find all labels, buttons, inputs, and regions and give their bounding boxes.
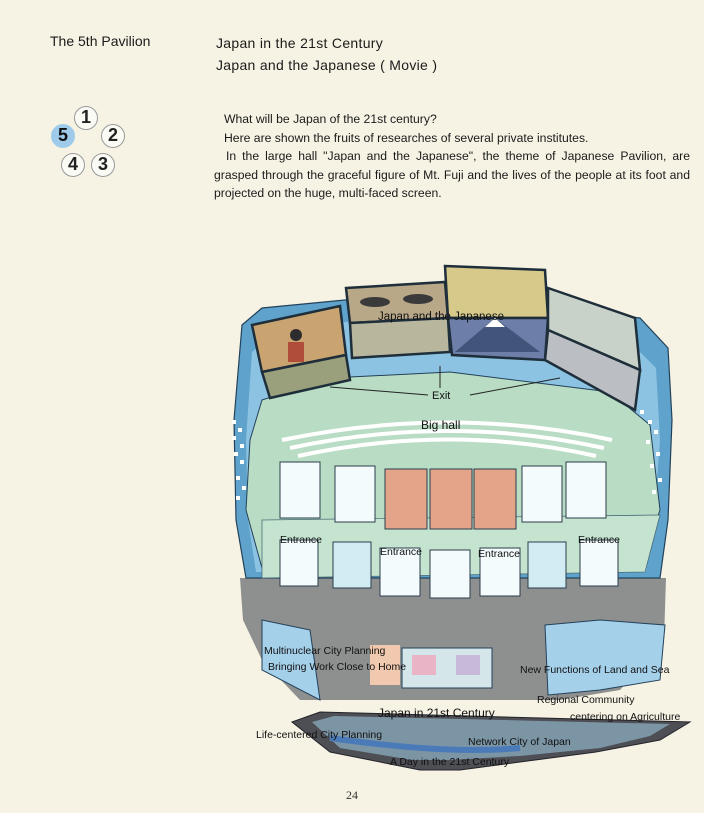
exhibit-panel: [412, 655, 436, 675]
exit-label: Exit: [432, 390, 451, 402]
big-hall-label: Big hall: [421, 418, 461, 432]
entrance-label-2: Entrance: [380, 546, 423, 558]
pavilion-2-marker: 2: [101, 124, 125, 148]
figure-body-icon: [288, 342, 304, 362]
pavilion-number-heading: The 5th Pavilion: [50, 33, 151, 49]
exhibit-subtitle: Japan and the Japanese ( Movie ): [216, 57, 438, 73]
eye-left-icon: [360, 297, 390, 307]
mount-fuji-icon: [455, 318, 540, 352]
seat-block: [379, 547, 421, 597]
screen-center-lower: [348, 316, 452, 360]
entrance-label-3: Entrance: [478, 548, 521, 560]
description: What will be Japan of the 21st century? …: [214, 110, 690, 203]
seat-block: [479, 547, 521, 597]
seat-block: [527, 541, 567, 589]
multinuclear-city-planning-label: Multinuclear City Planning: [264, 645, 386, 657]
seat-block: [565, 461, 607, 519]
seat-blocks-row-1: [279, 461, 607, 530]
network-city-label: Network City of Japan: [468, 736, 571, 748]
seat-block: [332, 541, 372, 589]
seat-block: [334, 465, 376, 523]
seat-blocks-row-2: [279, 539, 619, 599]
seat-block: [429, 549, 471, 599]
exhibit-peach-panel: [370, 645, 400, 685]
bringing-work-close-label: Bringing Work Close to Home: [268, 661, 407, 673]
exhibit-title: Japan in the 21st Century: [216, 35, 384, 51]
step-2: [289, 429, 605, 450]
entrance-label-1: Entrance: [280, 534, 323, 546]
seat-block: [429, 468, 473, 530]
seat-block: [279, 539, 319, 587]
seat-block: [579, 539, 619, 587]
page-number: 24: [346, 788, 358, 802]
side-crowd-right: [640, 410, 662, 494]
screen-title-label: Japan and the Japanese: [378, 311, 504, 323]
step-3: [297, 437, 597, 458]
seat-block: [473, 468, 517, 530]
japan-21st-century-label: Japan in 21st Century: [378, 706, 495, 720]
figure-head-icon: [290, 329, 302, 341]
walkway-water: [329, 735, 521, 754]
screen-left-lower: [260, 353, 352, 400]
pavilion-3-marker: 3: [91, 153, 115, 177]
pavilion-5-marker-current: 5: [51, 124, 75, 148]
side-crowd-left: [232, 420, 246, 500]
a-day-label: A Day in the 21st Century: [390, 756, 510, 768]
description-line-1: What will be Japan of the 21st century?: [224, 112, 437, 126]
exhibit-panel: [456, 655, 480, 675]
seat-block: [384, 468, 428, 530]
description-line-2: Here are shown the fruits of researches …: [224, 130, 589, 145]
seat-block: [521, 465, 563, 523]
exhibit-wall-left: [261, 619, 321, 701]
centering-agriculture-label: centering on Agriculture: [570, 711, 681, 723]
pavilion-1-marker: 1: [74, 106, 98, 130]
screen-right-lower: [543, 328, 642, 412]
life-centered-city-label: Life-centered City Planning: [256, 729, 383, 741]
new-functions-label: New Functions of Land and Sea: [520, 664, 670, 676]
exit-line-left: [329, 386, 429, 396]
fuji-snowcap-icon: [485, 318, 505, 327]
pavilion-index: 1 2 3 4 5: [48, 104, 128, 184]
pavilion-4-marker: 4: [61, 153, 85, 177]
entrance-label-4: Entrance: [578, 534, 621, 546]
eye-right-icon: [403, 294, 433, 304]
exit-line-right: [469, 377, 561, 396]
seat-block: [279, 461, 321, 519]
regional-community-label: Regional Community: [537, 694, 635, 706]
step-1: [281, 420, 613, 442]
description-line-3: In the large hall "Japan and the Japanes…: [214, 149, 690, 200]
exhibit-wall-right: [544, 619, 666, 696]
